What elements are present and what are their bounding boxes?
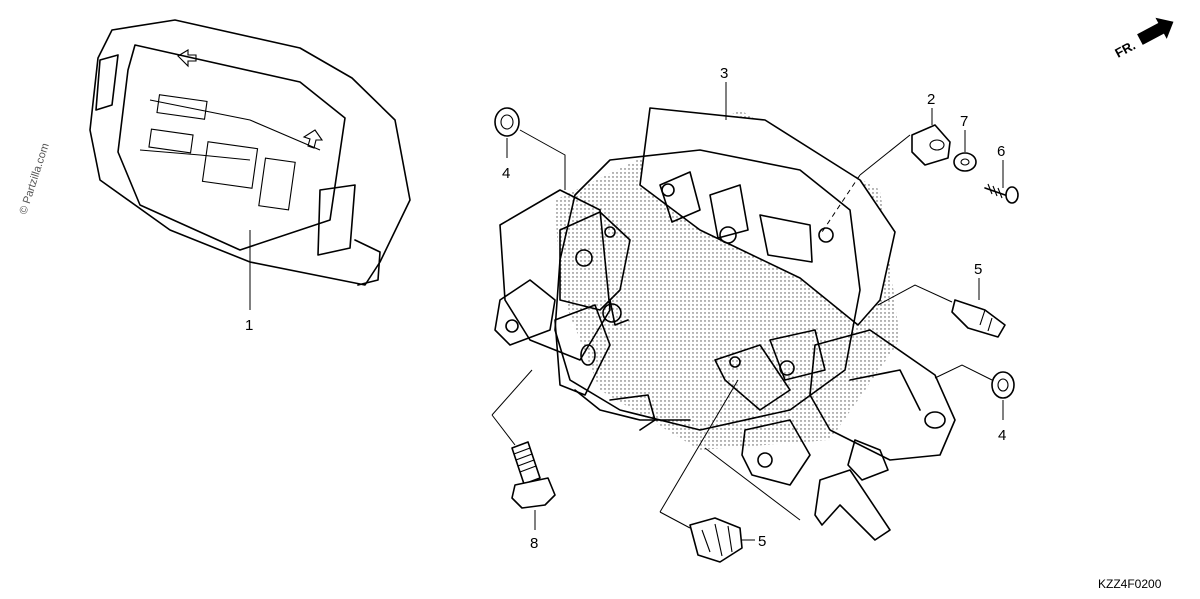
clip-lower: 5 — [659, 379, 801, 563]
rubber-mount: 2 — [819, 91, 951, 236]
clip-upper: 5 — [877, 261, 1006, 338]
callout-5-upper: 5 — [974, 261, 982, 278]
callout-4-left: 4 — [502, 165, 510, 182]
callout-2: 2 — [927, 91, 935, 108]
front-direction-arrow: FR. — [1112, 17, 1174, 61]
watermark: © Partzilla.com — [17, 142, 51, 216]
screw: 6 — [984, 143, 1019, 204]
callout-8: 8 — [530, 535, 538, 552]
meter-case-bracket: 3 — [494, 65, 956, 541]
callout-3: 3 — [720, 65, 728, 82]
callout-4-right: 4 — [998, 427, 1006, 444]
callout-7: 7 — [960, 113, 968, 130]
callout-1: 1 — [245, 317, 253, 334]
meter-assembly: 1 — [89, 19, 411, 334]
arrow-icon — [1137, 17, 1174, 45]
diagram-code: KZZ4F0200 — [1098, 577, 1162, 591]
bolt: 8 — [491, 369, 556, 552]
collar: 7 — [953, 113, 977, 172]
direction-label: FR. — [1112, 38, 1138, 61]
callout-6: 6 — [997, 143, 1005, 160]
grommet-left: 4 — [494, 107, 566, 190]
grommet-right: 4 — [934, 364, 1015, 444]
callout-5-lower: 5 — [758, 533, 766, 550]
